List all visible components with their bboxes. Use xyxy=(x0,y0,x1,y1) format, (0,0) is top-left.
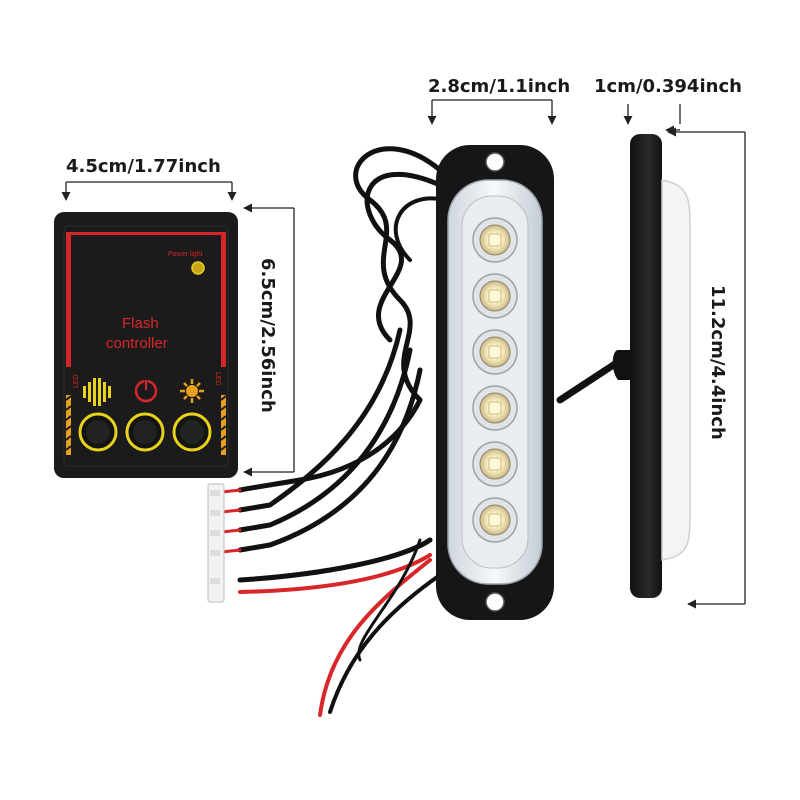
controller-height-label: 6.5cm/2.56inch xyxy=(257,258,278,413)
mounting-hole-top xyxy=(485,152,505,172)
brightness-sun-icon xyxy=(180,379,204,403)
power-light-label: Power light xyxy=(168,251,203,258)
led-3 xyxy=(472,329,518,375)
dimension-controller-height: 6.5cm/2.56inch xyxy=(243,203,295,477)
power-indicator-led xyxy=(191,261,205,275)
hazard-stripes-left xyxy=(65,395,72,455)
led-2 xyxy=(472,273,518,319)
dimension-controller-width: 4.5cm/1.77inch xyxy=(61,156,237,201)
led-label-right: LED xyxy=(214,372,221,386)
flash-controller: Power light Flash controller LED LED xyxy=(54,212,238,478)
controller-title-line2: controller xyxy=(106,335,168,352)
led-5 xyxy=(472,441,518,487)
power-icon xyxy=(134,379,158,403)
led-array xyxy=(472,217,518,543)
controller-title-line1: Flash xyxy=(122,315,159,332)
brightness-button[interactable] xyxy=(172,412,212,452)
mounting-hole-bottom xyxy=(485,592,505,612)
power-button[interactable] xyxy=(125,412,165,452)
light-bar-side-view xyxy=(612,134,691,598)
dimension-light-width: 2.8cm/1.1inch xyxy=(427,76,570,125)
led-4 xyxy=(472,385,518,431)
light-length-label: 11.2cm/4.4inch xyxy=(707,285,728,440)
wire-connector xyxy=(207,483,225,603)
controller-width-label: 4.5cm/1.77inch xyxy=(66,156,221,177)
light-width-label: 2.8cm/1.1inch xyxy=(428,76,570,97)
wire-bundle xyxy=(220,146,622,717)
led-label-left: LED xyxy=(73,374,80,388)
led-6 xyxy=(472,497,518,543)
hazard-stripes-right xyxy=(220,395,227,455)
led-light-bar xyxy=(436,145,554,620)
dimension-light-depth: 1cm/0.394inch xyxy=(594,76,742,135)
light-depth-label: 1cm/0.394inch xyxy=(594,76,742,97)
dimension-light-length: 11.2cm/4.4inch xyxy=(667,127,746,609)
led-1 xyxy=(472,217,518,263)
mode-wave-icon xyxy=(83,378,111,406)
mode-button[interactable] xyxy=(78,412,118,452)
